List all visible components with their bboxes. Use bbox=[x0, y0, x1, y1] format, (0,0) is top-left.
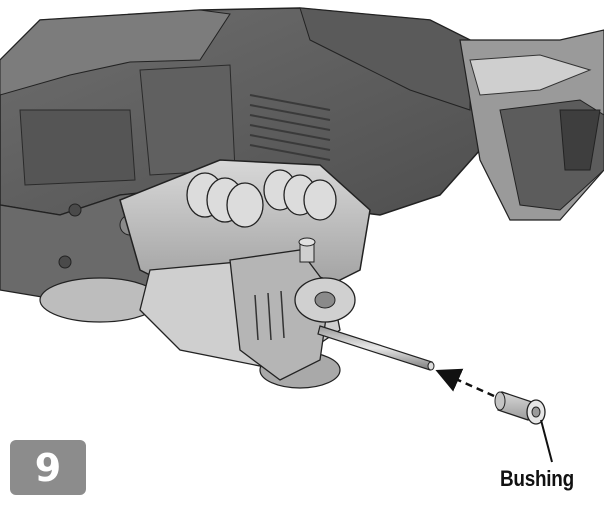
step-number-badge: 9 bbox=[10, 440, 86, 495]
rear-panel bbox=[459, 29, 604, 221]
dashed-arrow-icon bbox=[435, 368, 495, 398]
bushing-part bbox=[494, 391, 546, 425]
step-number: 9 bbox=[34, 445, 62, 490]
bushing-callout-label: Bushing bbox=[500, 466, 574, 491]
leader-line-icon bbox=[540, 419, 553, 463]
axle-rod bbox=[317, 325, 435, 371]
vehicle-body bbox=[0, 7, 481, 301]
gearbox-assembly bbox=[119, 159, 371, 381]
